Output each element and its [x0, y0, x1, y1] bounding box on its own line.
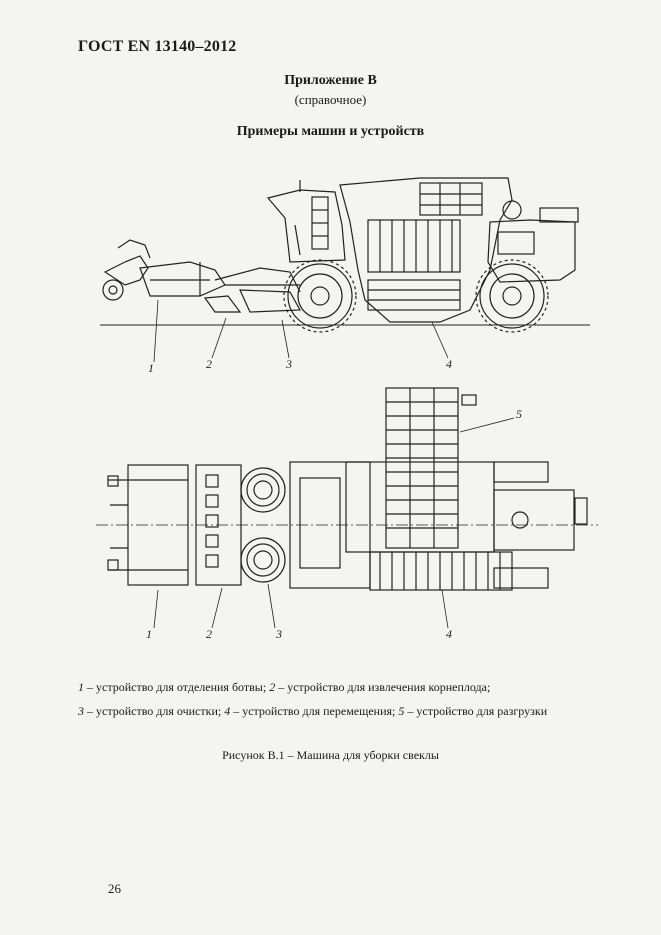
legend-text-5: – устройство для разгрузки	[404, 704, 548, 718]
legend-text-2: – устройство для извлечения корнеплода;	[275, 680, 491, 694]
legend-number-4: 4	[224, 704, 231, 718]
legend-number-2: 2	[269, 680, 276, 694]
side-callout-2: 2	[206, 357, 212, 371]
page-number: 26	[108, 881, 121, 896]
legend-text-1: – устройство для отделения ботвы;	[84, 680, 270, 694]
top-callout-1: 1	[146, 627, 152, 641]
side-view-leaders	[153, 299, 449, 363]
top-view-leaders	[153, 417, 515, 629]
legend-number-5: 5	[398, 704, 405, 718]
side-callout-3: 3	[285, 357, 292, 371]
side-view-drawing	[100, 177, 590, 333]
section-title: Примеры машин и устройств	[236, 124, 425, 139]
appendix-title: Приложение В	[284, 73, 377, 88]
side-callout-1: 1	[148, 361, 154, 375]
legend-number-1: 1	[78, 680, 84, 694]
legend-text-3: – устройство для очистки;	[84, 704, 225, 718]
top-view-drawing	[96, 387, 598, 591]
top-callout-5: 5	[516, 407, 522, 421]
top-callout-4: 4	[446, 627, 452, 641]
document-header: ГОСТ EN 13140–2012	[78, 38, 237, 55]
appendix-subtitle: (справочное)	[294, 92, 367, 107]
legend-text-4: – устройство для перемещения;	[230, 704, 399, 718]
legend-line-1: 1 – устройство для отделения ботвы; 2 – …	[78, 680, 490, 695]
legend-line-2: 3 – устройство для очистки; 4 – устройст…	[78, 704, 547, 719]
figure-caption: Рисунок В.1 – Машина для уборки свеклы	[222, 748, 439, 762]
legend-number-3: 3	[78, 704, 84, 718]
top-callout-3: 3	[275, 627, 282, 641]
side-callout-4: 4	[446, 357, 452, 371]
top-callout-2: 2	[206, 627, 212, 641]
